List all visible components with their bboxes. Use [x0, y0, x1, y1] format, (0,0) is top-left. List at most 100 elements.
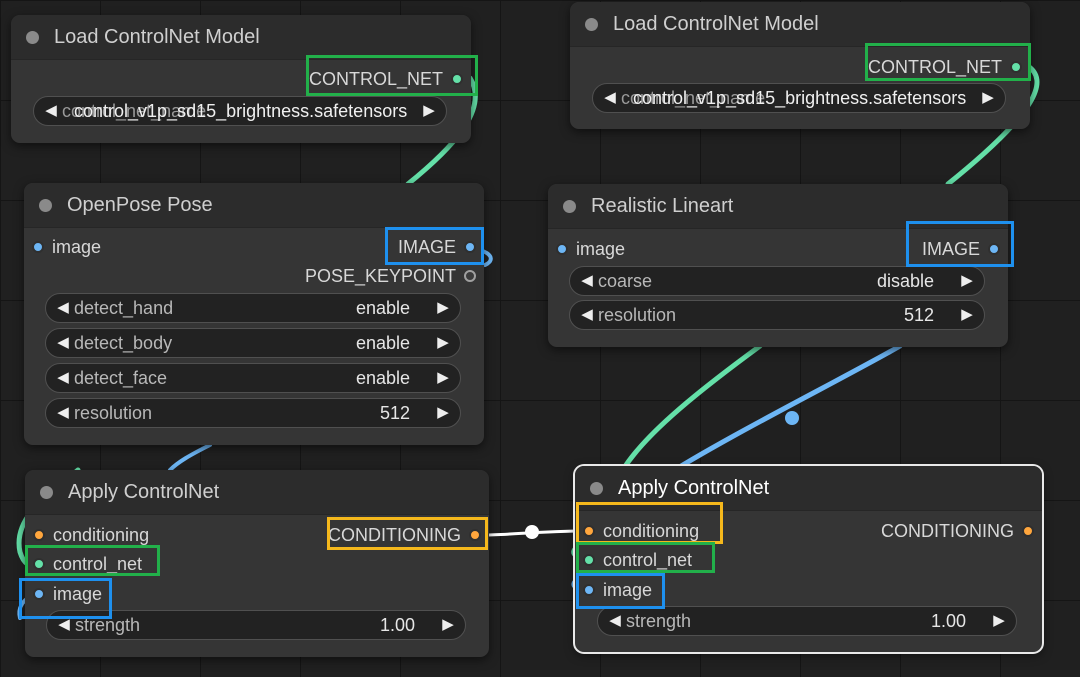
input-conditioning[interactable]: conditioning [33, 523, 149, 547]
slot-dot-icon[interactable] [1022, 525, 1034, 537]
node-title-bar[interactable]: OpenPose Pose [24, 183, 484, 228]
arrow-right-icon[interactable]: ▶ [437, 334, 449, 351]
slot-dot-icon[interactable] [469, 529, 481, 541]
slot-dot-icon[interactable] [464, 241, 476, 253]
collapse-dot-icon[interactable] [39, 199, 52, 212]
arrow-left-icon[interactable]: ◀ [581, 306, 593, 323]
node-title: Load ControlNet Model [613, 13, 819, 35]
widget-value: control_v1p_sd15_brightness.safetensors [633, 88, 967, 108]
arrow-right-icon[interactable]: ▶ [961, 306, 973, 323]
widget-value: enable [355, 368, 410, 388]
input-image[interactable]: image [32, 235, 101, 259]
widget-value: disable [876, 271, 934, 291]
control-net-name-widget[interactable]: ◀ control_net_name control_v1p_sd15_brig… [33, 96, 447, 126]
output-image[interactable]: IMAGE [398, 235, 476, 259]
node-title-bar[interactable]: Load ControlNet Model [11, 15, 471, 60]
arrow-left-icon[interactable]: ◀ [45, 102, 57, 119]
arrow-right-icon[interactable]: ▶ [982, 89, 994, 106]
arrow-left-icon[interactable]: ◀ [57, 369, 69, 386]
slot-dot-icon[interactable] [556, 243, 568, 255]
output-pose-keypoint[interactable]: POSE_KEYPOINT [305, 264, 476, 288]
node-apply-controlnet-right[interactable]: Apply ControlNet conditioning control_ne… [575, 466, 1042, 652]
output-control-net[interactable]: CONTROL_NET [309, 67, 463, 91]
arrow-left-icon[interactable]: ◀ [58, 616, 70, 633]
slot-dot-icon[interactable] [583, 584, 595, 596]
wire-control-net-right-lower [623, 343, 763, 468]
input-image[interactable]: image [583, 578, 652, 602]
node-title: Apply ControlNet [68, 481, 220, 503]
detect-body-widget[interactable]: ◀ detect_body enable ▶ [45, 328, 461, 358]
widget-label: detect_hand [74, 298, 174, 318]
strength-widget[interactable]: ◀ strength 1.00 ▶ [597, 606, 1017, 636]
node-realistic-lineart[interactable]: Realistic Lineart image IMAGE ◀ coarse d… [548, 184, 1008, 347]
slot-dot-icon[interactable] [988, 243, 1000, 255]
collapse-dot-icon[interactable] [585, 18, 598, 31]
input-control-net[interactable]: control_net [33, 552, 142, 576]
wire-image-left-lower [168, 443, 212, 472]
arrow-right-icon[interactable]: ▶ [437, 299, 449, 316]
output-conditioning[interactable]: CONDITIONING [328, 523, 481, 547]
widget-value: 512 [903, 305, 934, 325]
arrow-right-icon[interactable]: ▶ [961, 272, 973, 289]
node-title-bar[interactable]: Apply ControlNet [575, 466, 1042, 511]
node-title: Realistic Lineart [591, 195, 734, 217]
resolution-widget[interactable]: ◀ resolution 512 ▶ [45, 398, 461, 428]
node-title-bar[interactable]: Apply ControlNet [25, 470, 489, 515]
arrow-right-icon[interactable]: ▶ [442, 616, 454, 633]
output-image[interactable]: IMAGE [922, 237, 1000, 261]
slot-dot-icon[interactable] [1010, 61, 1022, 73]
coarse-widget[interactable]: ◀ coarse disable ▶ [569, 266, 985, 296]
widget-label: strength [626, 611, 692, 631]
node-openpose-pose[interactable]: OpenPose Pose image IMAGE POSE_KEYPOINT … [24, 183, 484, 445]
control-net-name-widget[interactable]: ◀ control_net_name control_v1p_sd15_brig… [592, 83, 1006, 113]
slot-dot-icon[interactable] [33, 529, 45, 541]
detect-face-widget[interactable]: ◀ detect_face enable ▶ [45, 363, 461, 393]
node-load-controlnet-left[interactable]: Load ControlNet Model CONTROL_NET ◀ cont… [11, 15, 471, 143]
arrow-left-icon[interactable]: ◀ [581, 272, 593, 289]
collapse-dot-icon[interactable] [26, 31, 39, 44]
arrow-right-icon[interactable]: ▶ [437, 404, 449, 421]
widget-value: control_v1p_sd15_brightness.safetensors [74, 101, 408, 121]
widget-label: resolution [598, 305, 677, 325]
collapse-dot-icon[interactable] [590, 482, 603, 495]
slot-dot-icon[interactable] [583, 554, 595, 566]
slot-dot-icon[interactable] [451, 73, 463, 85]
node-title-bar[interactable]: Load ControlNet Model [570, 2, 1030, 47]
arrow-left-icon[interactable]: ◀ [604, 89, 616, 106]
slot-dot-icon[interactable] [32, 241, 44, 253]
widget-label: resolution [74, 403, 153, 423]
node-apply-controlnet-left[interactable]: Apply ControlNet conditioning control_ne… [25, 470, 489, 657]
arrow-right-icon[interactable]: ▶ [993, 612, 1005, 629]
widget-label: control_net_name [62, 101, 207, 121]
resolution-widget[interactable]: ◀ resolution 512 ▶ [569, 300, 985, 330]
slot-dot-icon[interactable] [464, 270, 476, 282]
widget-value: 1.00 [930, 611, 966, 631]
collapse-dot-icon[interactable] [563, 200, 576, 213]
input-conditioning[interactable]: conditioning [583, 519, 699, 543]
node-load-controlnet-right[interactable]: Load ControlNet Model CONTROL_NET ◀ cont… [570, 2, 1030, 129]
output-control-net[interactable]: CONTROL_NET [868, 55, 1022, 79]
widget-label: control_net_name [621, 88, 766, 108]
arrow-left-icon[interactable]: ◀ [57, 404, 69, 421]
input-image[interactable]: image [556, 237, 625, 261]
wire-midpoint-image [785, 411, 799, 425]
widget-value: 512 [379, 403, 410, 423]
input-image[interactable]: image [33, 582, 102, 606]
arrow-right-icon[interactable]: ▶ [437, 369, 449, 386]
slot-dot-icon[interactable] [33, 558, 45, 570]
slot-dot-icon[interactable] [583, 525, 595, 537]
collapse-dot-icon[interactable] [40, 486, 53, 499]
arrow-left-icon[interactable]: ◀ [57, 334, 69, 351]
arrow-right-icon[interactable]: ▶ [423, 102, 435, 119]
node-title-bar[interactable]: Realistic Lineart [548, 184, 1008, 229]
arrow-left-icon[interactable]: ◀ [57, 299, 69, 316]
output-conditioning[interactable]: CONDITIONING [881, 519, 1034, 543]
node-title: Load ControlNet Model [54, 26, 260, 48]
strength-widget[interactable]: ◀ strength 1.00 ▶ [46, 610, 466, 640]
input-control-net[interactable]: control_net [583, 548, 692, 572]
detect-hand-widget[interactable]: ◀ detect_hand enable ▶ [45, 293, 461, 323]
wire-control-net-right [945, 63, 1040, 187]
arrow-left-icon[interactable]: ◀ [609, 612, 621, 629]
widget-label: strength [75, 615, 141, 635]
slot-dot-icon[interactable] [33, 588, 45, 600]
